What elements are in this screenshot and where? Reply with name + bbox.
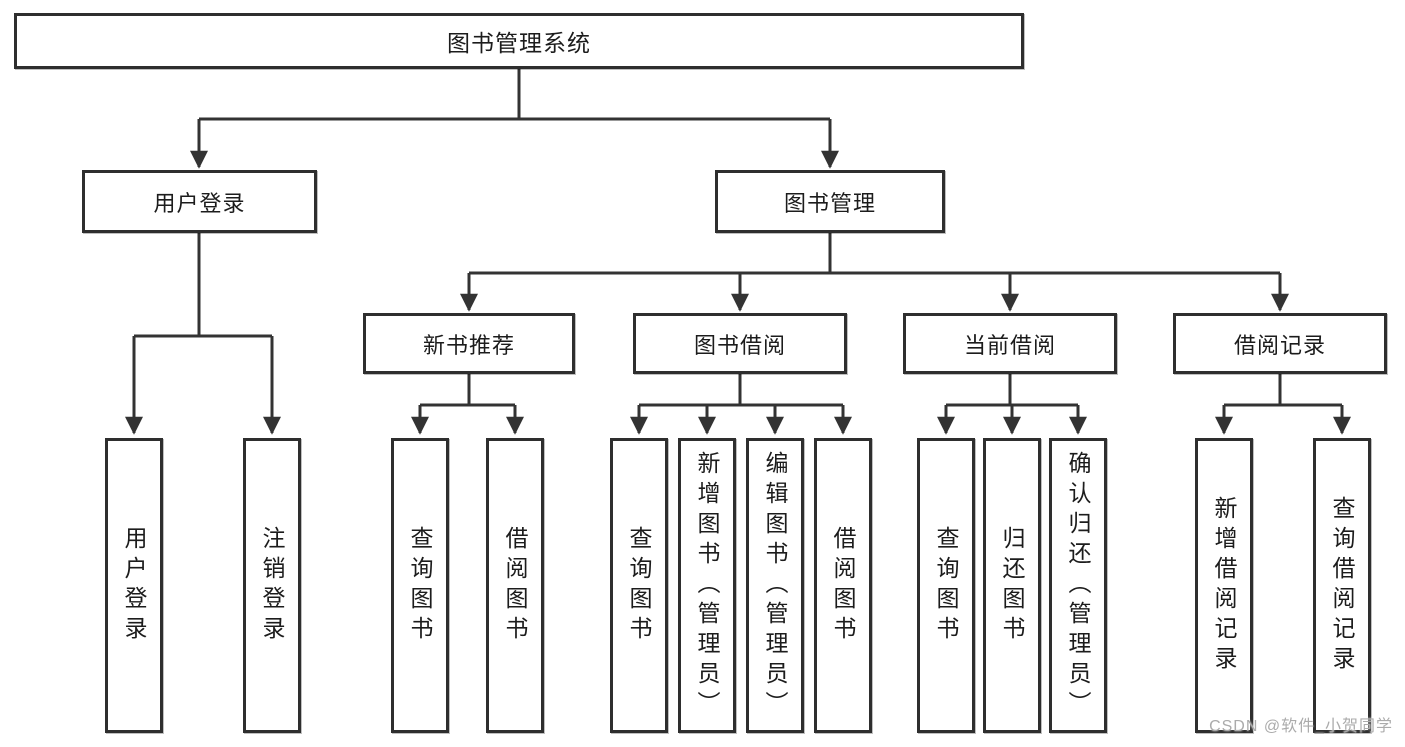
node-leaf-query-books: 查询图书 bbox=[610, 438, 668, 733]
watermark: CSDN @软件_小贺同学 bbox=[1209, 718, 1393, 735]
node-label: 归还图书 bbox=[999, 525, 1025, 646]
node-label: 用户登录 bbox=[153, 190, 246, 216]
node-label: 查询图书 bbox=[407, 525, 433, 646]
node-label: 编辑图书（管理员） bbox=[762, 450, 788, 721]
node-label: 查询图书 bbox=[933, 525, 959, 646]
node-leaf-query-borrow-record: 查询借阅记录 bbox=[1313, 438, 1371, 733]
node-current-borrow: 当前借阅 bbox=[903, 313, 1117, 374]
node-label: 图书借阅 bbox=[693, 332, 786, 358]
node-label: 用户登录 bbox=[121, 525, 147, 646]
node-label: 图书管理 bbox=[783, 190, 876, 216]
node-root-label: 图书管理系统 bbox=[447, 30, 591, 56]
node-leaf-user-login: 用户登录 bbox=[105, 438, 163, 733]
node-label: 借阅图书 bbox=[830, 525, 856, 646]
node-label: 借阅记录 bbox=[1233, 332, 1326, 358]
node-leaf-logout: 注销登录 bbox=[243, 438, 301, 733]
node-book-management: 图书管理 bbox=[715, 170, 945, 233]
node-label: 新增借阅记录 bbox=[1211, 495, 1237, 676]
node-label: 注销登录 bbox=[259, 525, 285, 646]
node-label: 查询图书 bbox=[626, 525, 652, 646]
node-root-system: 图书管理系统 bbox=[14, 13, 1024, 69]
node-label: 新书推荐 bbox=[422, 332, 515, 358]
node-label: 借阅图书 bbox=[502, 525, 528, 646]
node-borrow-records: 借阅记录 bbox=[1173, 313, 1387, 374]
node-label: 新增图书（管理员） bbox=[694, 450, 720, 721]
node-new-book-recommend: 新书推荐 bbox=[363, 313, 575, 374]
node-label: 确认归还（管理员） bbox=[1065, 450, 1091, 721]
node-leaf-edit-books-admin: 编辑图书（管理员） bbox=[746, 438, 804, 733]
node-leaf-confirm-return-admin: 确认归还（管理员） bbox=[1049, 438, 1107, 733]
node-leaf-add-borrow-record: 新增借阅记录 bbox=[1195, 438, 1253, 733]
node-leaf-return-books: 归还图书 bbox=[983, 438, 1041, 733]
node-book-borrow: 图书借阅 bbox=[633, 313, 847, 374]
node-leaf-borrow-books: 借阅图书 bbox=[486, 438, 544, 733]
node-leaf-borrow-books: 借阅图书 bbox=[814, 438, 872, 733]
node-label: 当前借阅 bbox=[963, 332, 1056, 358]
node-leaf-query-books: 查询图书 bbox=[391, 438, 449, 733]
node-leaf-add-books-admin: 新增图书（管理员） bbox=[678, 438, 736, 733]
node-label: 查询借阅记录 bbox=[1329, 495, 1355, 676]
node-user-login: 用户登录 bbox=[82, 170, 317, 233]
node-leaf-query-books: 查询图书 bbox=[917, 438, 975, 733]
